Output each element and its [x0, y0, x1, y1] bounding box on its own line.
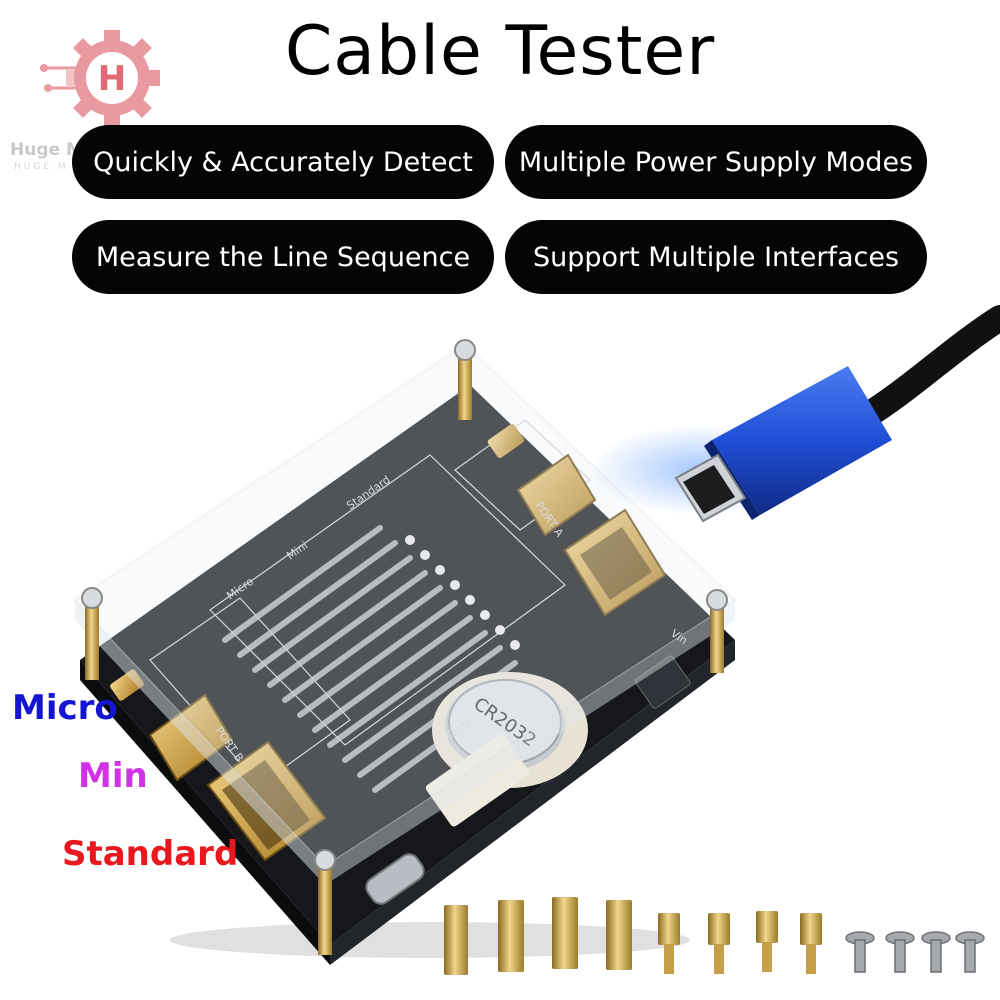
- feature-pill: Support Multiple Interfaces: [505, 220, 927, 294]
- logo: H: [40, 28, 180, 138]
- standoffs: [81, 339, 728, 955]
- hdmi-cable: [590, 305, 1000, 523]
- port-a-connectors: [487, 423, 667, 617]
- label-min: Min: [78, 756, 148, 796]
- feature-pill: Multiple Power Supply Modes: [505, 125, 927, 199]
- label-standard: Standard: [62, 834, 239, 874]
- page-title: Cable Tester: [284, 12, 716, 91]
- brand-name: Huge M: [10, 140, 83, 160]
- pcb-board: CR2032: [80, 385, 735, 965]
- label-micro: Micro: [12, 688, 118, 728]
- feature-pill: Measure the Line Sequence: [72, 220, 494, 294]
- feature-pill: Quickly & Accurately Detect: [72, 125, 494, 199]
- spare-hardware: [444, 897, 985, 975]
- acrylic-cover: [72, 343, 738, 885]
- logo-letter: H: [98, 59, 126, 99]
- brand-subtitle: HUGE M: [14, 162, 69, 172]
